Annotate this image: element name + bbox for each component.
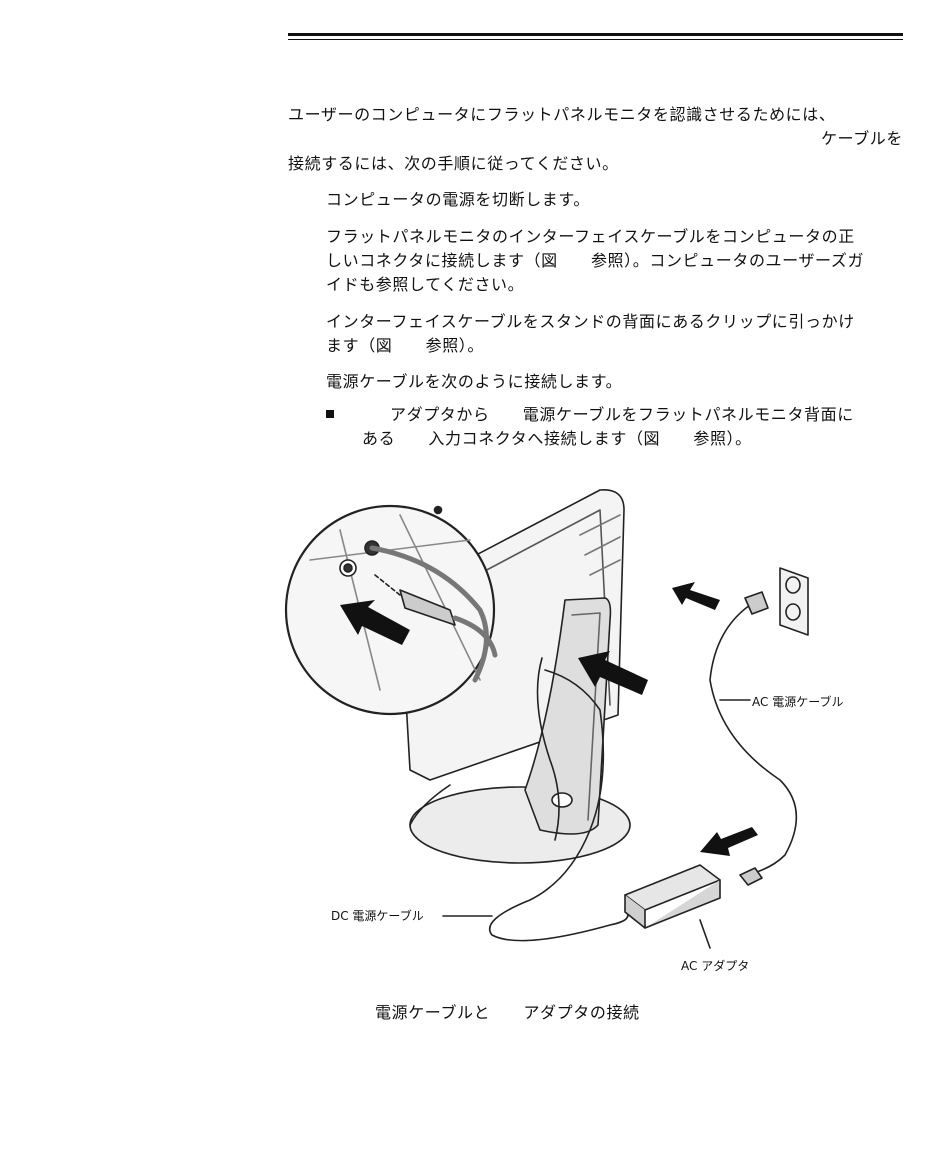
ac-adapter bbox=[624, 864, 763, 929]
step-2-text-line-1: フラットパネルモニタのインターフェイスケーブルをコンピュータの正 bbox=[326, 227, 855, 246]
arrow-icon bbox=[340, 582, 758, 856]
step-2-text-line-3: イドも参照してください。 bbox=[326, 275, 525, 294]
intro-text-line-2: ケーブルを bbox=[820, 129, 903, 148]
step-3-text-line-1: インターフェイスケーブルをスタンドの背面にあるクリップに引っかけ bbox=[326, 312, 855, 331]
step-1-text: コンピュータの電源を切断します。 bbox=[326, 190, 591, 209]
header-rule-thin bbox=[288, 39, 903, 40]
header-rule-thick bbox=[288, 33, 903, 36]
ac-cable bbox=[709, 604, 798, 876]
bullet-square-icon bbox=[326, 410, 334, 418]
wall-outlet bbox=[744, 567, 809, 636]
intro-text-line-3: 接続するには、次の手順に従ってください。 bbox=[288, 154, 619, 173]
label-ac-power-cable: AC 電源ケーブル bbox=[752, 695, 844, 709]
label-dc-power-cable: DC 電源ケーブル bbox=[331, 909, 424, 923]
intro-text-line-1: ユーザーのコンピュータにフラットパネルモニタを認識させるためには、 bbox=[288, 105, 836, 124]
step-2-text-line-2: しいコネクタに接続します（図 参照）。コンピュータのユーザーズガ bbox=[326, 251, 865, 270]
power-connection-illustration bbox=[284, 489, 809, 949]
label-ac-adapter: AC アダプタ bbox=[681, 959, 750, 973]
dc-cable bbox=[488, 657, 629, 942]
figure-caption: 電源ケーブルと アダプタの接続 bbox=[375, 1003, 640, 1022]
bullet-text-line-1: アダプタから 電源ケーブルをフラットパネルモニタ背面に bbox=[390, 405, 854, 424]
step-4-text: 電源ケーブルを次のように接続します。 bbox=[326, 372, 623, 391]
connector-zoom-circle bbox=[284, 504, 498, 716]
step-3-text-line-2: ます（図 参照）。 bbox=[326, 336, 485, 355]
bullet-text-line-2: ある 入力コネクタへ接続します（図 参照）。 bbox=[362, 429, 752, 448]
